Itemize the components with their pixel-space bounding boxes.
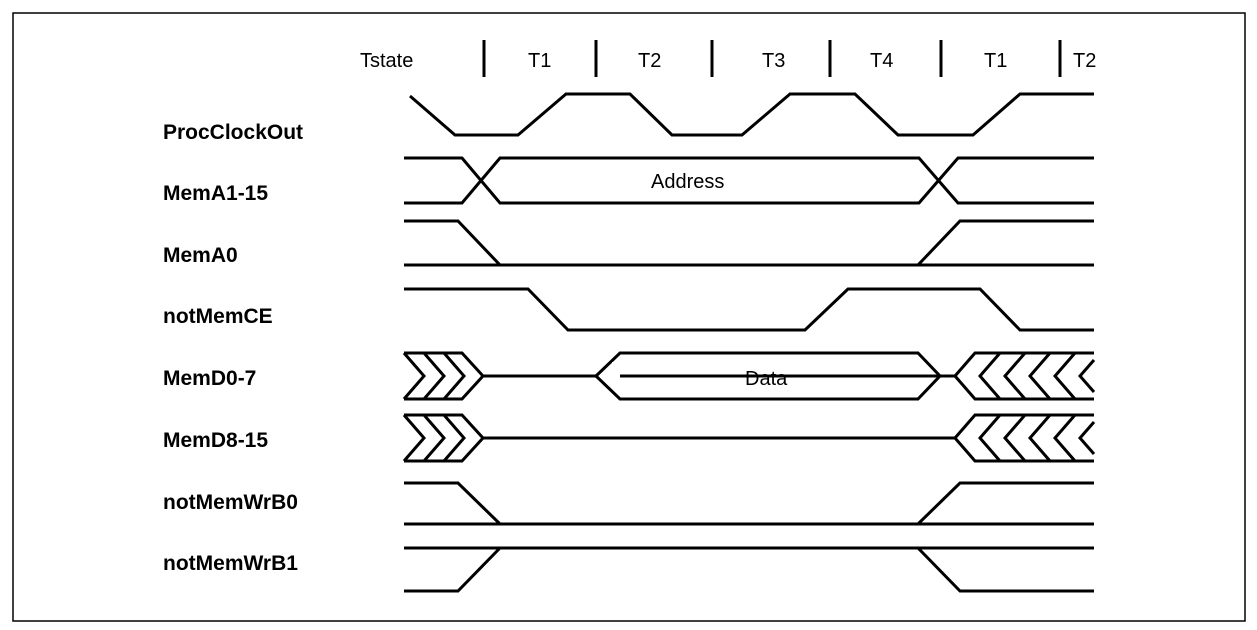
signal-label-memd0-7: MemD0-7	[163, 367, 256, 390]
signal-label-notmemwrb0: notMemWrB0	[163, 491, 298, 514]
waveform-mema1-15	[404, 156, 1094, 205]
signal-label-mema1-15: MemA1-15	[163, 182, 268, 205]
waveform-memd0-7	[402, 351, 1096, 401]
diagram-frame	[12, 12, 1246, 622]
tstate-t2-label: T2	[1073, 50, 1096, 72]
tstate-t1-label: T1	[528, 50, 551, 72]
data-bus-fill	[612, 362, 912, 364]
tstate-t2-label: T2	[638, 50, 661, 72]
waveform-memd8-15	[402, 413, 1096, 463]
signal-label-procclockout: ProcClockOut	[163, 121, 303, 144]
waveform-notmemce	[404, 287, 1094, 332]
data-bus-label: Data	[745, 368, 788, 390]
signal-label-notmemwrb1: notMemWrB1	[163, 552, 298, 575]
tstate-t4-label: T4	[870, 50, 893, 72]
signal-label-mema0: MemA0	[163, 244, 238, 267]
waveform-notmemwrb0	[404, 481, 1094, 526]
tstate-header-label: Tstate	[360, 50, 413, 72]
tstate-t3-label: T3	[762, 50, 785, 72]
tstate-t1-label: T1	[984, 50, 1007, 72]
waveform-notmemwrb1	[404, 546, 1094, 593]
signal-label-notmemce: notMemCE	[163, 305, 273, 328]
signal-label-memd8-15: MemD8-15	[163, 429, 268, 452]
waveform-mema0	[404, 219, 1094, 267]
address-bus-label: Address	[651, 171, 724, 193]
waveform-procclockout	[409, 92, 1094, 137]
